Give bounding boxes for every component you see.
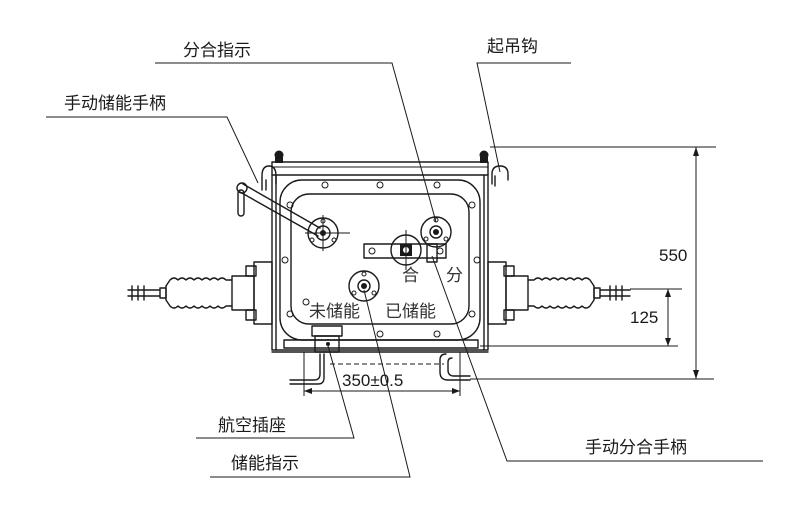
panel-mark-close: 合 [402, 266, 419, 286]
dimension-125-label: 125 [630, 308, 658, 327]
manual-charging-handle [236, 182, 321, 237]
callout-manual-open-close-handle: 手动分合手柄 [585, 438, 687, 458]
open-close-indicator-flange [420, 216, 452, 248]
callout-charging-indicator: 储能指示 [231, 454, 299, 474]
callout-lifting-hook: 起吊钩 [487, 37, 538, 57]
leader-lines [46, 62, 763, 478]
dimension-350 [303, 352, 461, 396]
panel-mark-not-charged: 未储能 [309, 302, 360, 322]
lifting-hook-left [261, 150, 284, 191]
dimension-550-label: 550 [659, 246, 687, 265]
charging-shaft-flange [305, 215, 350, 251]
enclosure [271, 161, 489, 353]
callout-manual-charging-handle: 手动储能手柄 [64, 94, 166, 114]
door-bolt-holes [281, 181, 481, 338]
callout-open-close-indicator: 分合指示 [183, 41, 251, 61]
charging-indicator-flange [348, 270, 380, 302]
dimension-125 [480, 288, 682, 347]
right-bushing [487, 261, 631, 325]
panel-mark-open: 分 [446, 266, 463, 286]
lifting-hook-right [479, 150, 509, 187]
aviation-socket [311, 325, 343, 353]
dimension-550 [470, 146, 716, 380]
open-close-shaft-bar [363, 230, 447, 270]
panel-mark-charged: 已储能 [385, 302, 436, 322]
left-bushing [127, 261, 273, 325]
dimension-350-label: 350±0.5 [342, 371, 403, 390]
mounting-brackets [289, 353, 471, 385]
callout-aviation-socket: 航空插座 [218, 416, 286, 436]
